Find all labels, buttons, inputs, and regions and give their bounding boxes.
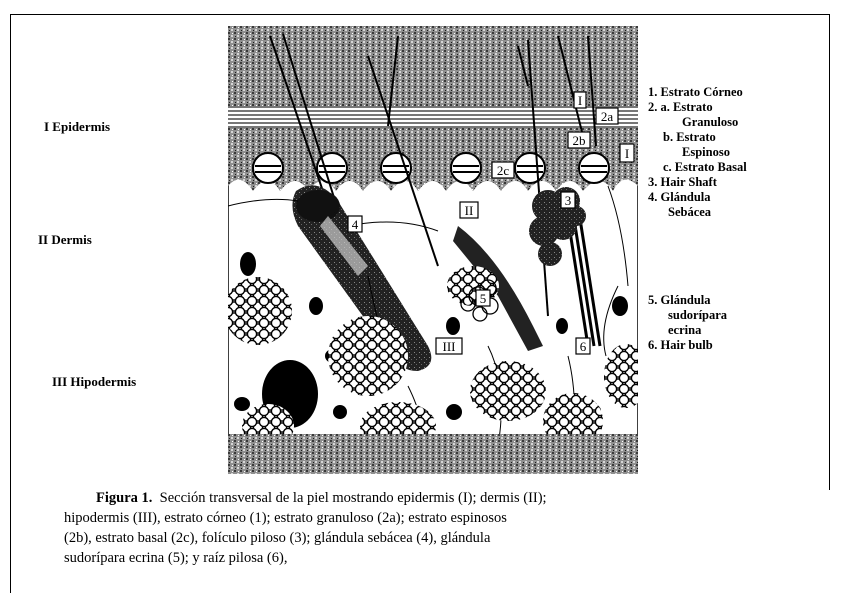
epidermis-label: I Epidermis — [44, 119, 110, 135]
svg-text:I: I — [625, 146, 629, 161]
dermis-label: II Dermis — [38, 232, 92, 248]
legend-item-2c: c. Estrato Basal — [648, 160, 747, 175]
tag-ii: II — [460, 202, 478, 218]
legend-item-2a-cont: Granuloso — [648, 115, 747, 130]
caption-line-4: sudorípara ecrina (5); y raíz pilosa (6)… — [64, 548, 784, 568]
frame-left-border — [10, 14, 11, 593]
legend-item-2b-cont: Espinoso — [648, 145, 747, 160]
sebaceous-gland-head — [296, 190, 340, 222]
svg-text:2c: 2c — [497, 163, 510, 178]
svg-text:I: I — [578, 93, 582, 108]
legend-item-2a: 2. a. Estrato — [648, 100, 747, 115]
tag-2a: 2a — [596, 108, 618, 124]
svg-text:4: 4 — [352, 217, 359, 232]
tag-2b: 2b — [568, 132, 590, 148]
caption-line-3: (2b), estrato basal (2c), folículo pilos… — [64, 528, 784, 548]
legend-item-5-cont2: ecrina — [648, 323, 727, 338]
tag-3: 3 — [561, 192, 575, 208]
skin-cross-section-diagram: I 2a 2b 2c I II 3 4 5 III 6 — [228, 26, 638, 474]
svg-text:6: 6 — [580, 339, 587, 354]
svg-text:III: III — [443, 339, 456, 354]
legend-item-5: 5. Glándula — [648, 293, 727, 308]
legend-item-2b: b. Estrato — [648, 130, 747, 145]
legend-item-5-cont: sudorípara — [648, 308, 727, 323]
tag-i-right: I — [620, 144, 634, 162]
svg-text:3: 3 — [565, 193, 572, 208]
tag-i-top: I — [574, 92, 586, 108]
svg-text:5: 5 — [480, 291, 487, 306]
svg-text:II: II — [465, 203, 474, 218]
svg-text:2b: 2b — [573, 133, 586, 148]
frame-right-border — [829, 14, 830, 490]
tag-6: 6 — [576, 338, 590, 354]
caption-line-1: Figura 1. Sección transversal de la piel… — [64, 488, 784, 508]
legend-item-6: 6. Hair bulb — [648, 338, 727, 353]
legend-item-4-cont: Sebácea — [648, 205, 747, 220]
hipodermis-label: III Hipodermis — [52, 374, 136, 390]
caption-prefix: Figura 1. — [96, 490, 152, 506]
legend-item-3: 3. Hair Shaft — [648, 175, 747, 190]
caption-line-2: hipodermis (III), estrato córneo (1); es… — [64, 508, 784, 528]
frame-top-border — [10, 14, 830, 15]
legend-lower: 5. Glándula sudorípara ecrina 6. Hair bu… — [648, 293, 727, 353]
caption-line-1-text: Sección transversal de la piel mostrando… — [160, 490, 547, 506]
tag-4: 4 — [348, 216, 362, 232]
legend-item-1: 1. Estrato Córneo — [648, 85, 747, 100]
tag-2c: 2c — [492, 162, 514, 178]
tag-iii: III — [436, 338, 462, 354]
legend: 1. Estrato Córneo 2. a. Estrato Granulos… — [648, 85, 747, 220]
hypodermis-base — [228, 434, 638, 474]
figure-caption: Figura 1. Sección transversal de la piel… — [64, 488, 784, 568]
svg-text:2a: 2a — [601, 109, 614, 124]
tag-5: 5 — [476, 290, 490, 306]
legend-item-4: 4. Glándula — [648, 190, 747, 205]
